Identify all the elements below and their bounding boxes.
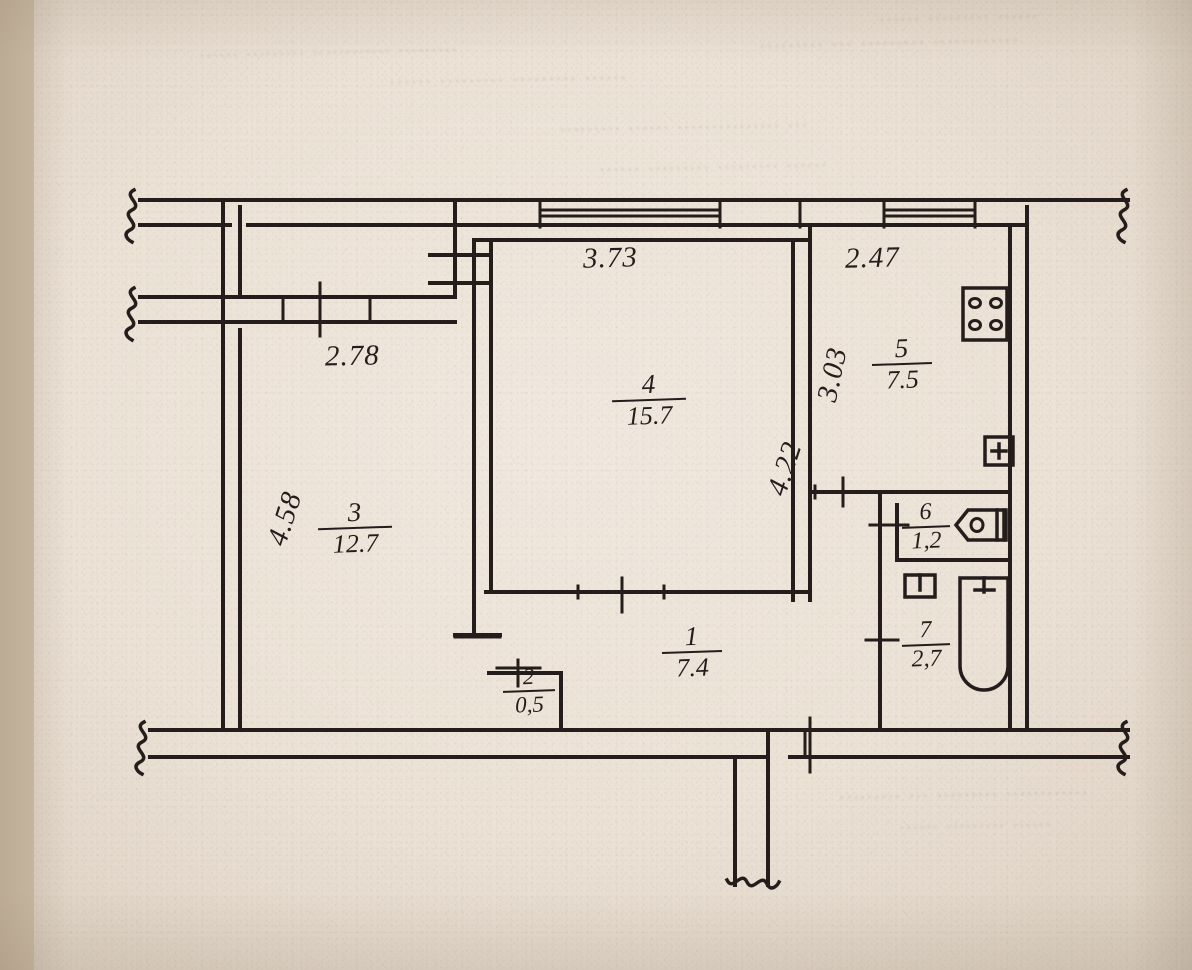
room-number-1: 1 <box>684 620 699 652</box>
dimension-2-47: 2.47 <box>844 241 901 275</box>
entry-corridor <box>733 728 807 887</box>
paper-grain-texture <box>34 0 1192 970</box>
break-mark-north-right <box>1116 187 1130 245</box>
window-room-5-north <box>882 198 977 229</box>
room-number-7: 7 <box>919 616 932 644</box>
room-label-4: 4 15.7 <box>611 369 687 431</box>
room-label-6: 6 1,2 <box>901 499 951 555</box>
wall-room-2 <box>487 671 563 732</box>
wall-room-5-east <box>1008 205 1029 732</box>
room-label-1: 1 7.4 <box>661 621 723 683</box>
room-number-4: 4 <box>641 368 656 400</box>
door-room-4-south <box>576 576 666 614</box>
break-mark-north-left <box>124 187 138 245</box>
room-number-6: 6 <box>919 498 932 526</box>
room-area-7: 2,7 <box>911 645 942 673</box>
room-area-1: 7.4 <box>675 652 710 683</box>
door-room-2 <box>495 658 542 688</box>
dimension-3-73: 3.73 <box>582 241 639 275</box>
wall-room-4-east <box>791 224 812 602</box>
room-label-5: 5 7.5 <box>871 333 933 395</box>
room-area-3: 12.7 <box>332 528 379 560</box>
wall-north <box>138 198 1130 227</box>
break-mark-south-left <box>134 719 148 777</box>
niche-upper-middle <box>428 238 489 299</box>
room-area-2: 0,5 <box>514 691 545 718</box>
wall-south <box>148 728 1130 759</box>
wall-partition-room3-room4 <box>472 238 493 637</box>
window-room-3-west <box>281 281 372 338</box>
room-area-4: 15.7 <box>626 400 673 432</box>
window-room-4-north <box>538 198 722 229</box>
break-mark-west-upper <box>124 285 138 343</box>
room-label-3: 3 12.7 <box>317 497 393 559</box>
fixture-bathtub <box>958 576 1010 692</box>
door-room-6 <box>868 514 910 550</box>
room-number-3: 3 <box>347 496 362 528</box>
break-mark-entry <box>724 876 782 890</box>
fixture-stove <box>961 286 1009 342</box>
door-entry <box>803 716 812 774</box>
paper-sheet <box>34 0 1192 970</box>
room-number-5: 5 <box>894 332 909 364</box>
wall-west-upper <box>138 295 457 324</box>
fixture-toilet <box>953 508 1008 542</box>
break-mark-south-right <box>1116 719 1130 777</box>
fixture-washbasin <box>903 573 937 599</box>
room-area-6: 1,2 <box>911 527 942 555</box>
room-number-2: 2 <box>522 663 535 690</box>
dimension-2-78: 2.78 <box>324 339 381 373</box>
room-label-7: 7 2,7 <box>901 617 951 673</box>
door-room-5-south <box>813 476 845 508</box>
fixture-sink <box>983 435 1015 467</box>
room-area-5: 7.5 <box>885 364 920 395</box>
room-label-2: 2 0,5 <box>502 664 556 718</box>
door-room-7 <box>864 618 900 662</box>
wall-west-room-3 <box>221 198 242 732</box>
